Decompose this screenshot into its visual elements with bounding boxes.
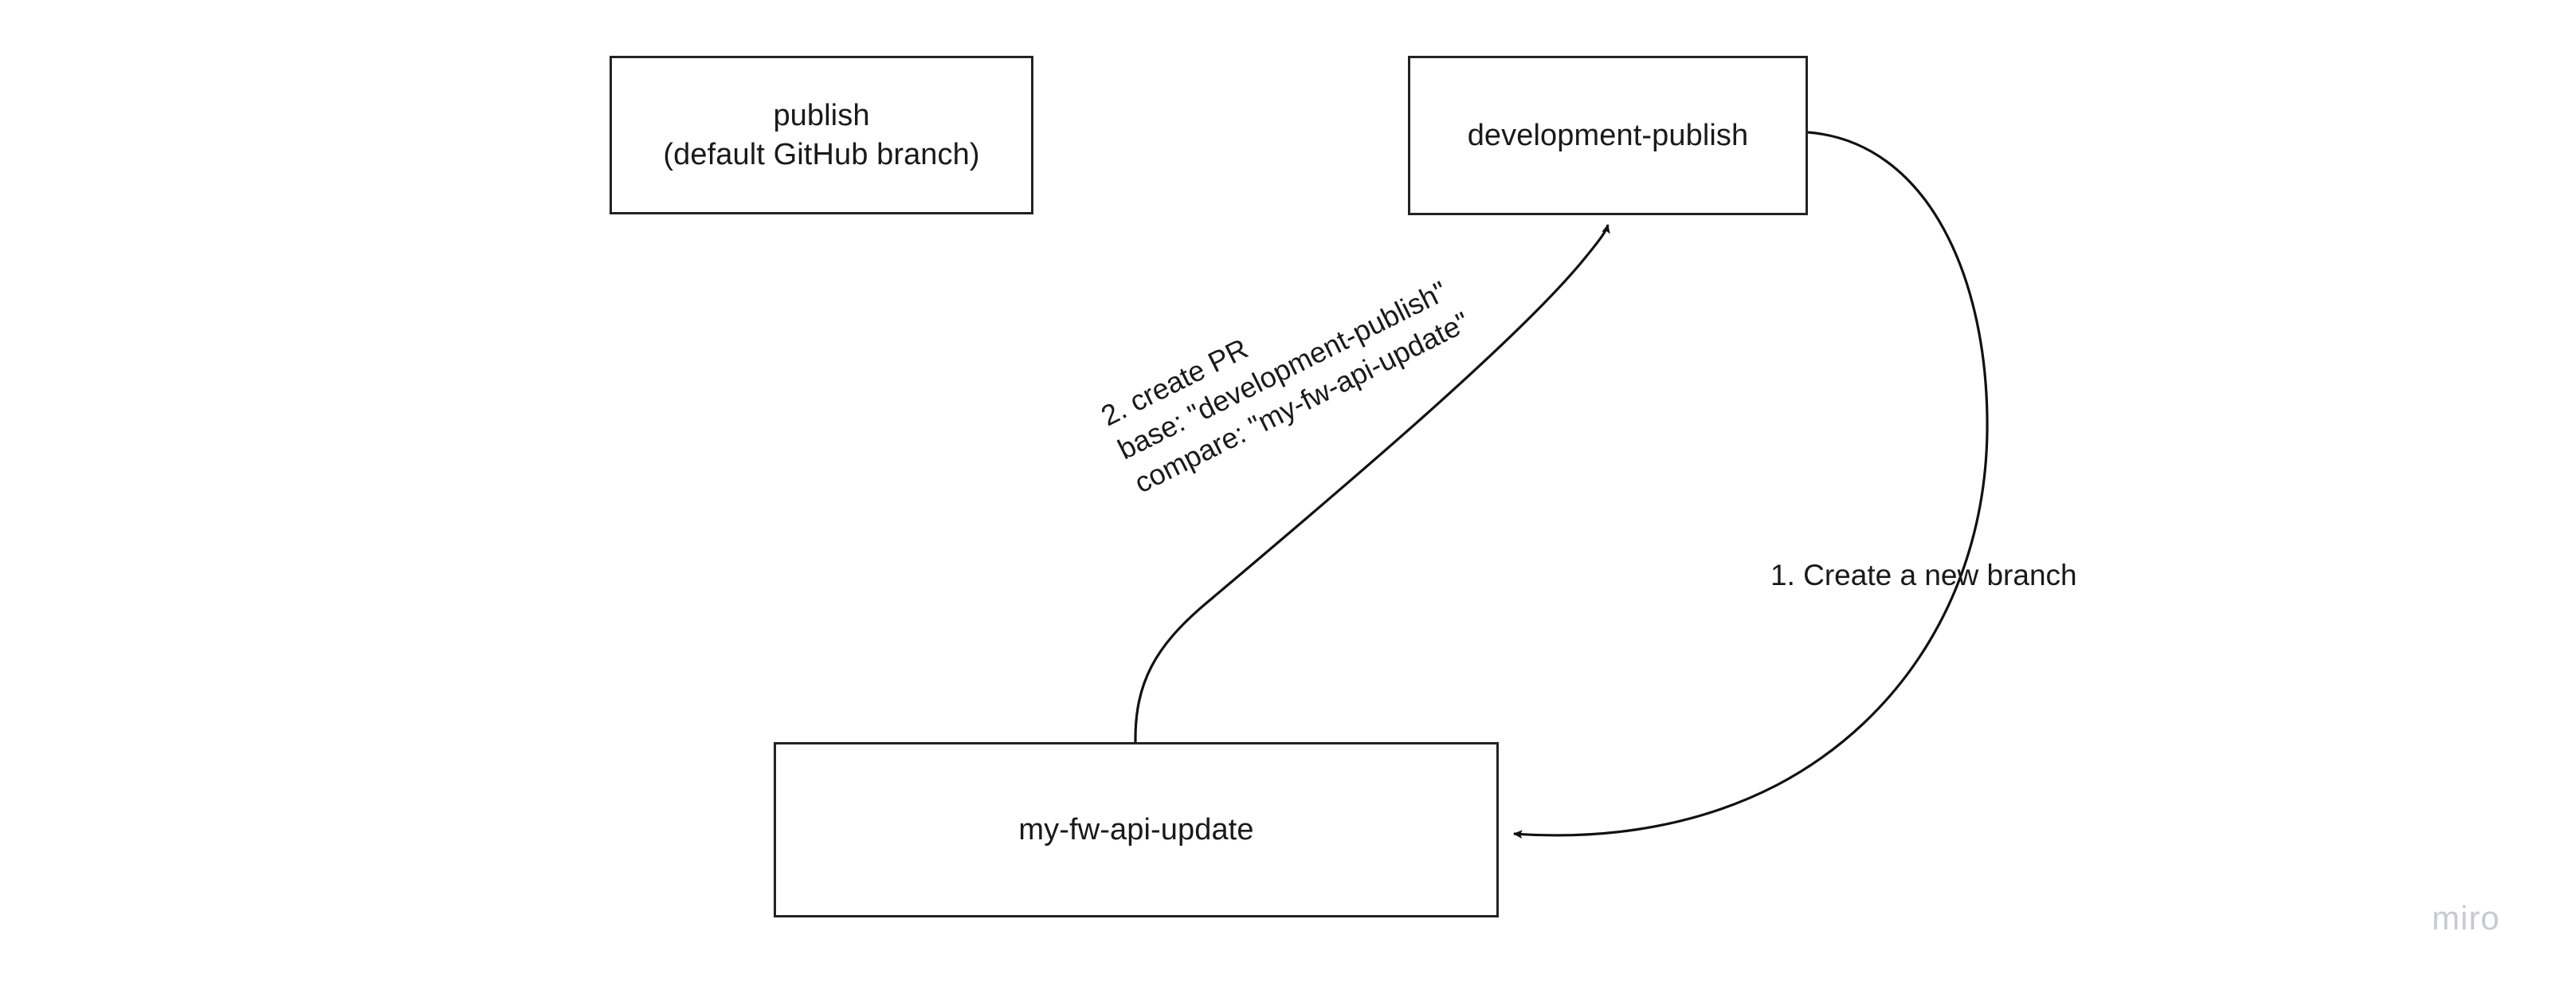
node-publish-label: publish (default GitHub branch) xyxy=(663,98,980,171)
edge-label-create-branch: 1. Create a new branch xyxy=(1770,559,2077,591)
node-development-publish[interactable]: development-publish xyxy=(1408,56,1808,215)
node-my-fw-api-update[interactable]: my-fw-api-update xyxy=(774,742,1499,917)
miro-watermark: miro xyxy=(2432,899,2500,937)
node-my-fw-api-update-label: my-fw-api-update xyxy=(1018,812,1254,847)
node-development-publish-label: development-publish xyxy=(1467,118,1749,152)
node-publish[interactable]: publish (default GitHub branch) xyxy=(610,56,1033,214)
edge-label-create-pr: 2. create PR base: "development-publish"… xyxy=(1096,274,1475,499)
edge-create-branch-path xyxy=(1513,131,1989,839)
